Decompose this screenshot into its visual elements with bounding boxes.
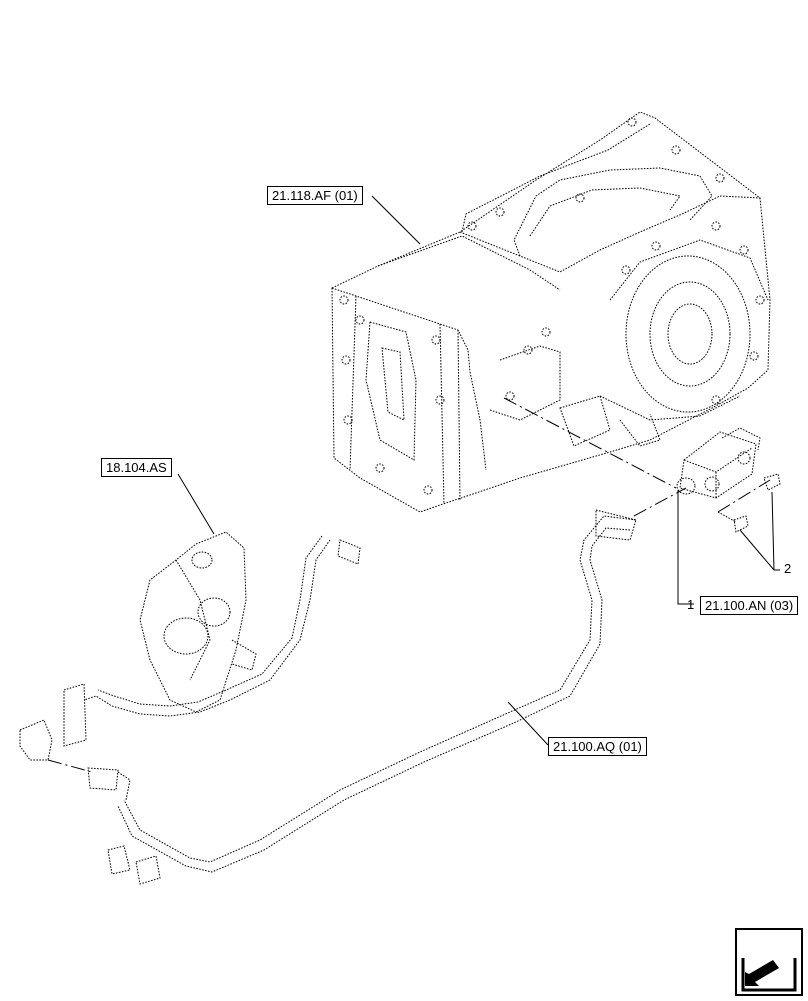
leader-21100aq: [507, 701, 549, 746]
reference-label-transmission-housing[interactable]: 21.118.AF (01): [267, 186, 363, 205]
leader-item-1: [677, 490, 694, 605]
bolt-drawing: [717, 473, 781, 533]
leader-21118: [371, 195, 421, 245]
axis-line-pipe: [633, 487, 687, 517]
item-number-2: 2: [784, 561, 792, 576]
reference-label-valve[interactable]: 18.104.AS: [101, 458, 172, 477]
transmission-housing-drawing: [331, 111, 771, 513]
tube-assembly-drawing: [19, 509, 637, 885]
axis-line-fitting: [47, 759, 93, 773]
back-arrow-icon[interactable]: [735, 928, 803, 996]
reference-label-valve-assembly[interactable]: 21.100.AN (03): [700, 596, 799, 615]
axis-line-bolt: [717, 479, 771, 513]
valve-18104-drawing: [139, 531, 257, 713]
reference-label-tube-assembly[interactable]: 21.100.AQ (01): [548, 737, 647, 756]
axis-line-valve: [503, 397, 677, 489]
valve-assembly-drawing: [676, 427, 761, 499]
leader-18104: [177, 473, 215, 535]
leader-item-2: [739, 491, 780, 571]
item-number-1: 1: [687, 597, 695, 612]
